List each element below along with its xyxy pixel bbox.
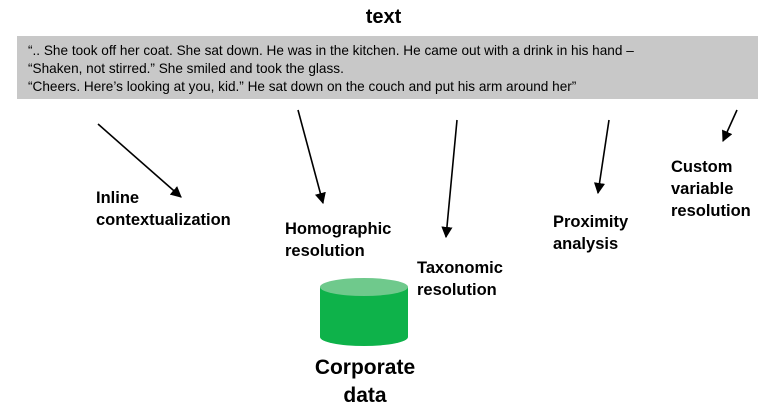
label-homographic-resolution: Homographic resolution bbox=[285, 220, 392, 260]
arrow-proximity-analysis bbox=[593, 119, 610, 195]
arrow-taxonomic-resolution bbox=[441, 119, 458, 239]
passage-line-1: “.. She took off her coat. She sat down.… bbox=[28, 43, 634, 58]
database-cylinder-icon bbox=[320, 278, 408, 346]
label-custom-variable-resolution: Custom variable resolution bbox=[671, 158, 751, 220]
arrow-custom-variable-resolution bbox=[722, 109, 738, 143]
arrow-homographic-resolution bbox=[297, 109, 326, 205]
passage-line-3: “Cheers. Here’s looking at you, kid.” He… bbox=[28, 79, 577, 94]
text-passage-box: “.. She took off her coat. She sat down.… bbox=[17, 36, 758, 99]
database-body bbox=[320, 287, 408, 346]
diagram-title: text bbox=[365, 6, 402, 28]
database-top bbox=[320, 278, 408, 296]
arrow-inline-contextualization bbox=[97, 123, 182, 198]
passage-line-2: “Shaken, not stirred.” She smiled and to… bbox=[28, 61, 344, 76]
label-proximity-analysis: Proximity analysis bbox=[553, 213, 629, 253]
label-inline-contextualization: Inline contextualization bbox=[96, 189, 231, 229]
database-label: Corporate data bbox=[314, 356, 416, 407]
label-taxonomic-resolution: Taxonomic resolution bbox=[417, 259, 503, 299]
